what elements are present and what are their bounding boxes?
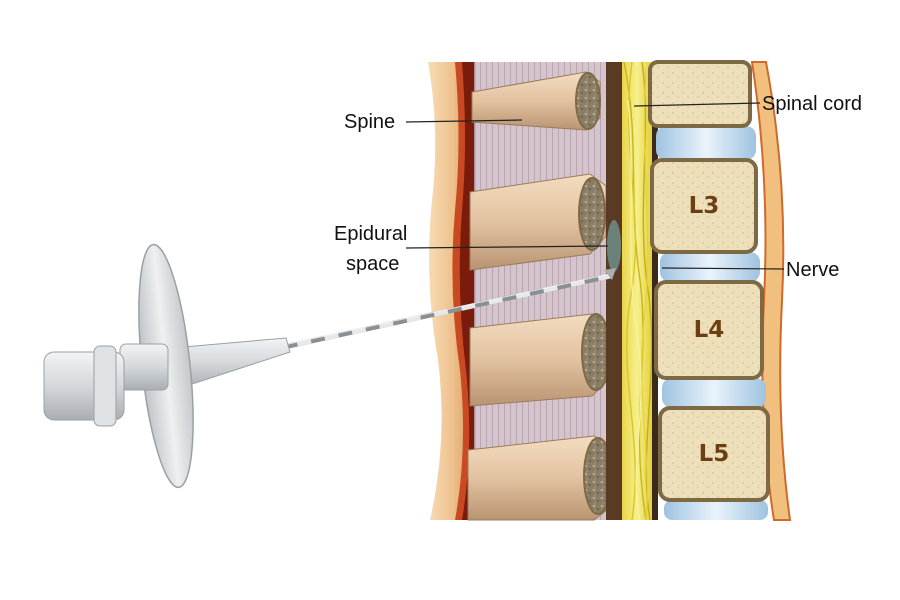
- vertebra-l4: L4: [654, 280, 764, 380]
- spinous-process: [471, 71, 601, 131]
- needle-connector: [119, 343, 169, 391]
- anterior-ligament: [750, 61, 792, 521]
- spinous-process: [467, 435, 613, 521]
- disc: [664, 500, 768, 520]
- annotation-epidural-space: Epidural space: [334, 223, 609, 275]
- vertebral-body-upper: [648, 60, 752, 128]
- needle-tip: [604, 268, 616, 280]
- disc: [662, 378, 766, 408]
- spinous-process: [469, 313, 611, 407]
- spinal-cord: [622, 61, 653, 521]
- annotation-spinal-cord: Spinal cord: [633, 93, 862, 115]
- vertebral-bodies: L3 L4 L5: [648, 60, 770, 502]
- disc: [660, 252, 760, 282]
- disc: [656, 126, 756, 160]
- epidural-needle: [43, 243, 616, 489]
- epidural-space-region: [607, 220, 621, 272]
- intervertebral-discs: [656, 126, 768, 520]
- vertebra-l5: L5: [658, 406, 770, 502]
- annotation-spine: Spine: [344, 111, 523, 133]
- vertebra-label: L3: [689, 193, 720, 219]
- vertebra-l3: L3: [650, 158, 758, 254]
- vertebra-label: L5: [699, 441, 730, 467]
- annotation-nerve: Nerve: [661, 259, 839, 281]
- label-epidural-line2: space: [346, 253, 399, 275]
- label-spine: Spine: [344, 111, 395, 133]
- label-nerve: Nerve: [786, 259, 839, 281]
- vertebra-label: L4: [694, 317, 725, 343]
- label-spinal-cord: Spinal cord: [762, 93, 862, 115]
- label-epidural-line1: Epidural: [334, 223, 407, 245]
